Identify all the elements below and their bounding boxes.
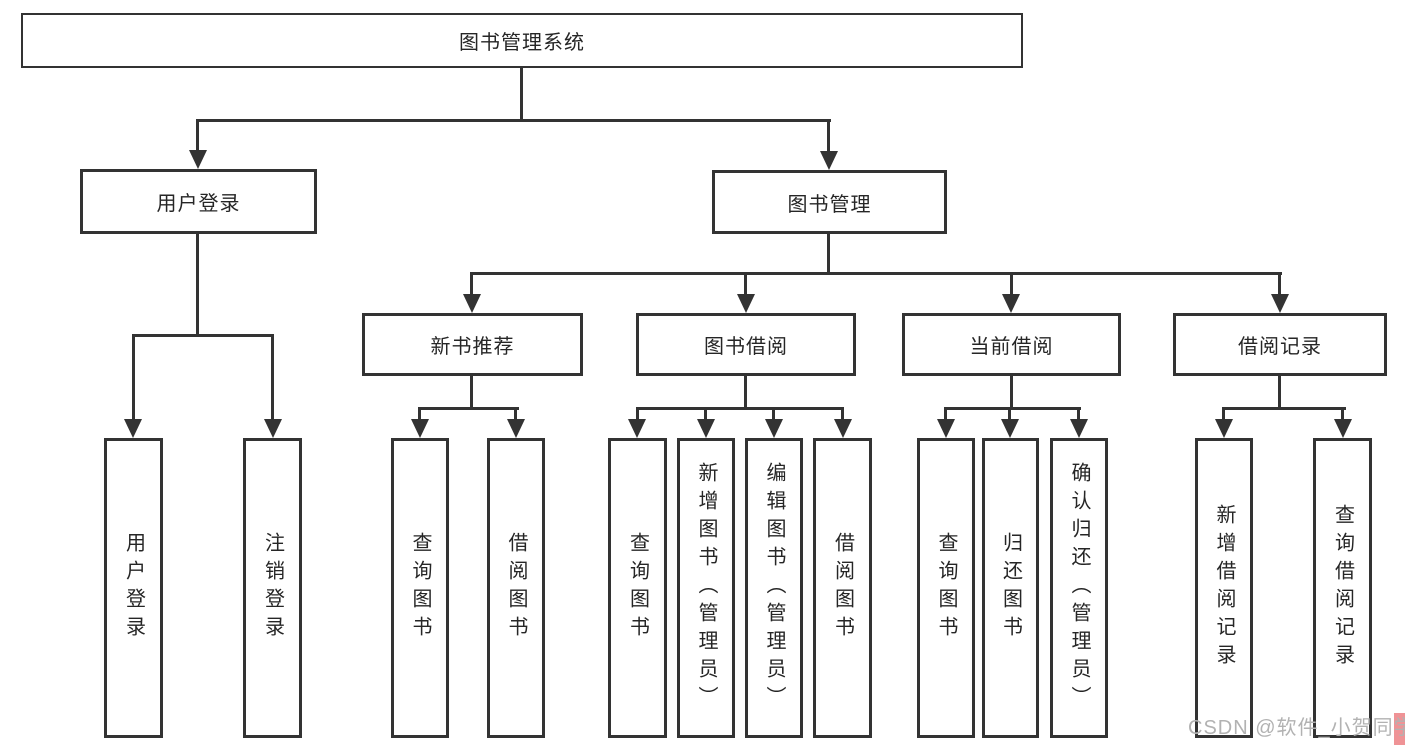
leaf-bb-borrow-books: 借阅图书: [813, 438, 872, 738]
node-label: 当前借阅: [969, 336, 1054, 358]
connector-line: [744, 272, 747, 295]
leaf-nb-query-books: 查询图书: [391, 438, 449, 738]
connector-line: [772, 407, 775, 421]
leaf-nb-borrow-books: 借阅图书: [487, 438, 545, 738]
connector-line: [132, 334, 274, 337]
leaf-label: 注销登录: [261, 532, 284, 644]
connector-line: [636, 407, 639, 421]
leaf-br-query-borrow-record: 查询借阅记录: [1313, 438, 1372, 738]
connector-line: [1222, 407, 1225, 421]
connector-line: [132, 334, 135, 421]
node-label: 图书借阅: [704, 336, 788, 358]
leaf-label: 新增借阅记录: [1213, 504, 1235, 672]
arrow-down-icon: [189, 150, 207, 169]
connector-line: [196, 119, 199, 151]
csdn-watermark: CSDN @软件_小贺同学: [1188, 711, 1405, 745]
connector-line: [514, 407, 517, 421]
arrow-down-icon: [463, 294, 481, 313]
node-current-borrowing: 当前借阅: [902, 313, 1121, 376]
connector-line: [470, 376, 473, 410]
connector-line: [1222, 407, 1346, 410]
node-book-management: 图书管理: [712, 170, 947, 234]
leaf-label: 借阅图书: [831, 532, 854, 644]
leaf-label: 查询图书: [409, 532, 431, 644]
node-user-login: 用户登录: [80, 169, 317, 234]
node-book-borrowing: 图书借阅: [636, 313, 856, 376]
arrow-down-icon: [1070, 419, 1088, 438]
connector-line: [704, 407, 707, 421]
leaf-cb-confirm-return-admin: 确认归还（管理员）: [1050, 438, 1108, 738]
leaf-label: 查询借阅记录: [1331, 504, 1354, 672]
leaf-label: 查询图书: [626, 532, 649, 644]
arrow-down-icon: [937, 419, 955, 438]
leaf-label: 查询图书: [935, 532, 957, 644]
connector-line: [418, 407, 519, 410]
connector-line: [841, 407, 844, 421]
watermark-highlight: 学: [1393, 713, 1405, 745]
arrow-down-icon: [1215, 419, 1233, 438]
arrow-down-icon: [820, 151, 838, 170]
arrow-down-icon: [834, 419, 852, 438]
arrow-down-icon: [124, 419, 142, 438]
leaf-label: 确认归还（管理员）: [1068, 462, 1090, 714]
connector-line: [636, 407, 844, 410]
leaf-label: 编辑图书（管理员）: [763, 462, 785, 714]
connector-line: [944, 407, 947, 421]
connector-line: [827, 234, 830, 275]
leaf-label: 借阅图书: [505, 532, 527, 644]
connector-line: [1341, 407, 1344, 421]
arrow-down-icon: [1002, 294, 1020, 313]
leaf-label: 用户登录: [122, 532, 145, 644]
connector-line: [944, 407, 1081, 410]
leaf-label: 归还图书: [999, 532, 1022, 644]
connector-line: [1077, 407, 1080, 421]
connector-line: [470, 272, 1282, 275]
arrow-down-icon: [737, 294, 755, 313]
node-new-book-recommend: 新书推荐: [362, 313, 583, 376]
connector-line: [827, 119, 830, 152]
leaf-cb-query-books: 查询图书: [917, 438, 975, 738]
connector-line: [470, 272, 473, 295]
node-book-management-system: 图书管理系统: [21, 13, 1023, 68]
connector-line: [1010, 376, 1013, 410]
arrow-down-icon: [1001, 419, 1019, 438]
arrow-down-icon: [697, 419, 715, 438]
node-label: 图书管理系统: [459, 32, 585, 54]
connector-line: [1008, 407, 1011, 421]
connector-line: [418, 407, 421, 421]
leaf-bb-add-books-admin: 新增图书（管理员）: [677, 438, 735, 738]
node-borrow-records: 借阅记录: [1173, 313, 1387, 376]
arrow-down-icon: [411, 419, 429, 438]
leaf-bb-query-books: 查询图书: [608, 438, 667, 738]
node-label: 用户登录: [156, 193, 241, 215]
connector-line: [196, 233, 199, 337]
node-label: 借阅记录: [1238, 336, 1322, 358]
connector-line: [197, 119, 831, 122]
connector-line: [1278, 272, 1281, 295]
arrow-down-icon: [264, 419, 282, 438]
leaf-br-add-borrow-record: 新增借阅记录: [1195, 438, 1253, 738]
leaf-cb-return-books: 归还图书: [982, 438, 1039, 738]
connector-line: [744, 376, 747, 410]
leaf-user-login: 用户登录: [104, 438, 163, 738]
arrow-down-icon: [628, 419, 646, 438]
arrow-down-icon: [1334, 419, 1352, 438]
arrow-down-icon: [507, 419, 525, 438]
connector-line: [520, 68, 523, 122]
leaf-logout: 注销登录: [243, 438, 302, 738]
connector-line: [271, 334, 274, 421]
leaf-bb-edit-books-admin: 编辑图书（管理员）: [745, 438, 803, 738]
watermark-text: CSDN @软件_小贺同: [1188, 717, 1394, 739]
node-label: 新书推荐: [430, 336, 515, 358]
connector-line: [1010, 272, 1013, 295]
node-label: 图书管理: [787, 193, 872, 216]
connector-line: [1278, 376, 1281, 410]
leaf-label: 新增图书（管理员）: [695, 462, 717, 714]
arrow-down-icon: [1271, 294, 1289, 313]
arrow-down-icon: [765, 419, 783, 438]
